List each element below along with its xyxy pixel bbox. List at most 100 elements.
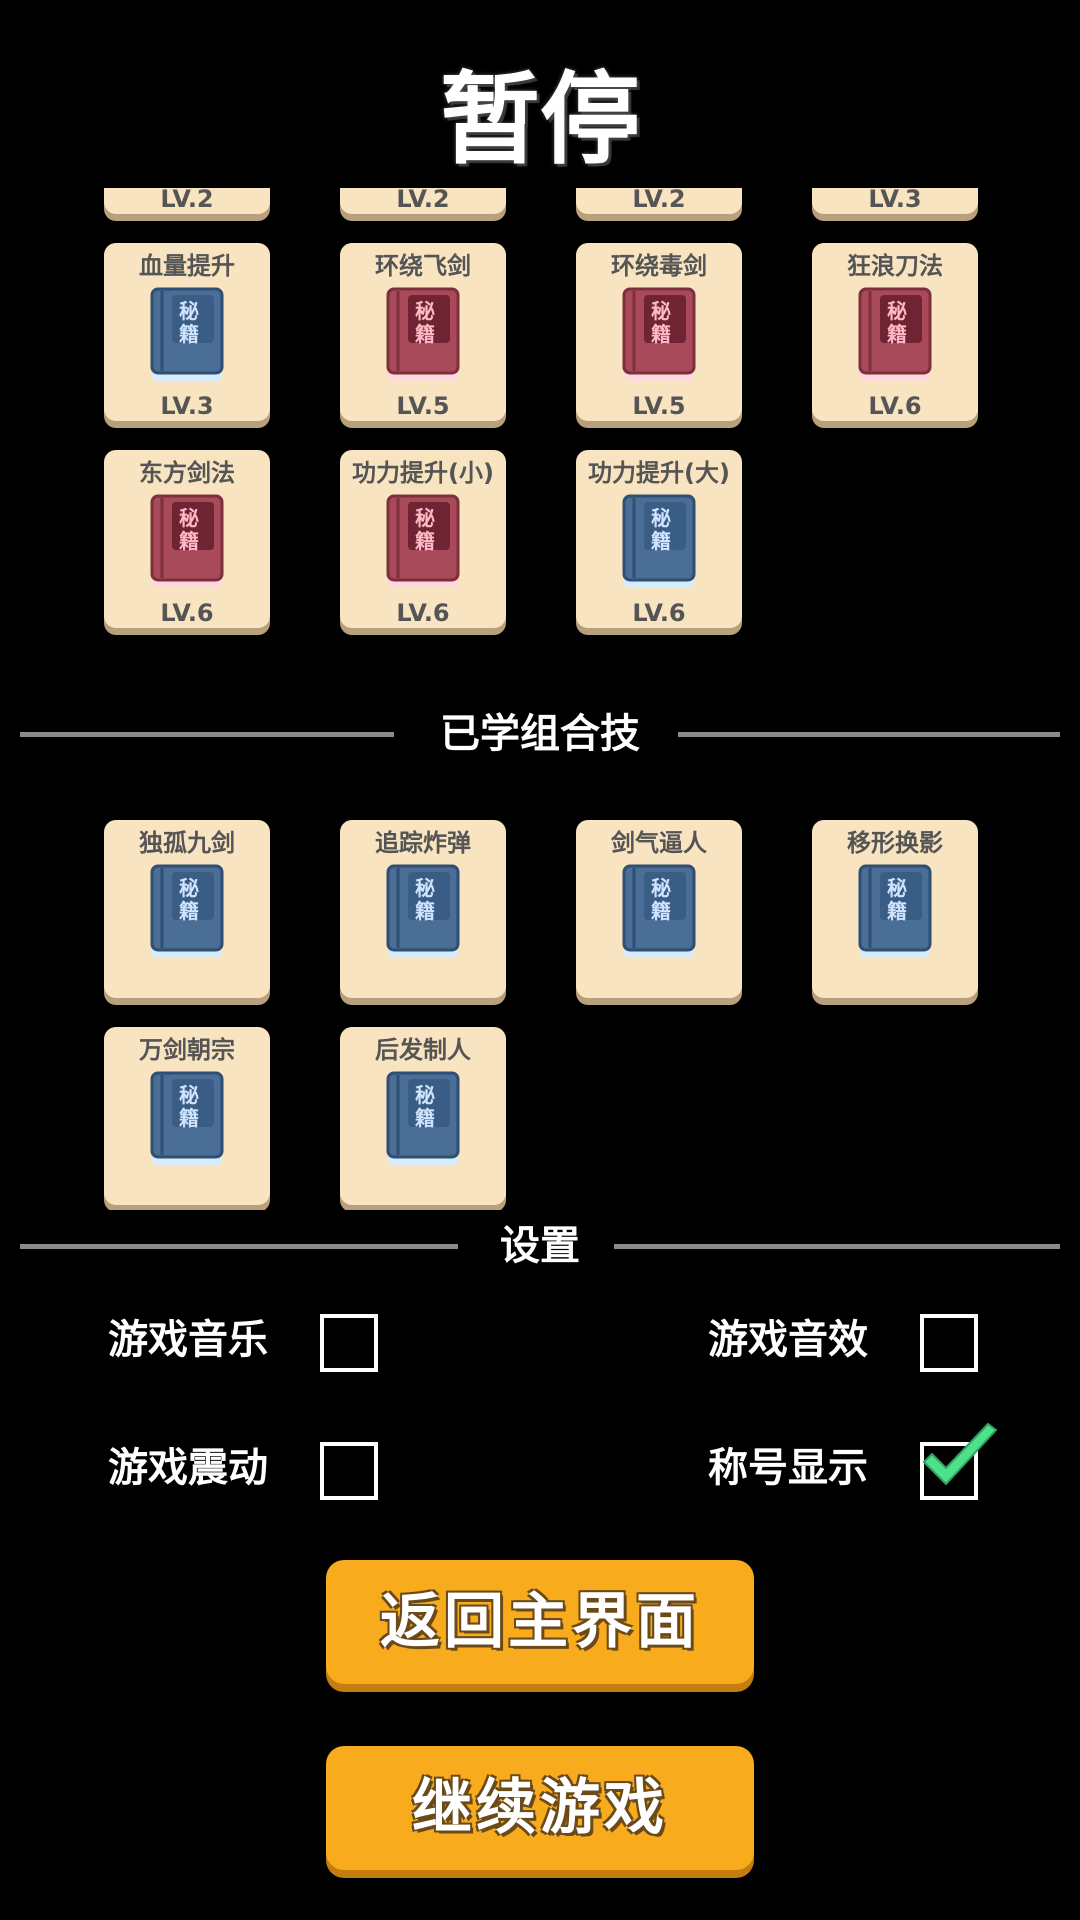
book-icon: 秘籍 bbox=[858, 864, 932, 960]
skill-level: LV.6 bbox=[396, 599, 450, 627]
setting-label: 游戏音乐 bbox=[108, 1317, 268, 1363]
combo-card[interactable]: 万剑朝宗秘籍 bbox=[104, 1027, 270, 1205]
combo-card[interactable]: 独孤九剑秘籍 bbox=[104, 820, 270, 998]
skill-name: 环绕毒剑 bbox=[611, 252, 707, 280]
book-text-bottom: 籍 bbox=[887, 899, 907, 923]
book-text-top: 秘 bbox=[179, 506, 199, 530]
skill-name: 东方剑法 bbox=[139, 459, 235, 487]
book-text-bottom: 籍 bbox=[415, 1106, 435, 1130]
book-text-bottom: 籍 bbox=[415, 322, 435, 346]
combo-name: 后发制人 bbox=[375, 1036, 471, 1064]
skill-name: 血量提升 bbox=[139, 252, 235, 280]
setting-title-display[interactable]: 称号显示 bbox=[708, 1422, 998, 1500]
book-text-bottom: 籍 bbox=[179, 529, 199, 553]
book-text-top: 秘 bbox=[887, 299, 907, 323]
book-text-top: 秘 bbox=[887, 876, 907, 900]
book-icon: 秘籍 bbox=[858, 287, 932, 383]
book-text-top: 秘 bbox=[651, 299, 671, 323]
skill-level: LV.2 bbox=[396, 188, 450, 213]
book-text-top: 秘 bbox=[415, 506, 435, 530]
checkmark-icon bbox=[922, 1422, 998, 1486]
divider-left bbox=[20, 1244, 458, 1249]
book-text-top: 秘 bbox=[415, 876, 435, 900]
setting-label: 游戏震动 bbox=[108, 1445, 268, 1491]
combo-card[interactable]: 移形换影秘籍 bbox=[812, 820, 978, 998]
book-icon: 秘籍 bbox=[386, 864, 460, 960]
combo-section-header: 已学组合技 bbox=[0, 704, 1080, 764]
combo-name: 万剑朝宗 bbox=[139, 1036, 235, 1064]
book-text-top: 秘 bbox=[651, 506, 671, 530]
book-icon: 秘籍 bbox=[386, 1071, 460, 1167]
combo-name: 移形换影 bbox=[847, 829, 943, 857]
skill-card[interactable]: 环绕飞剑秘籍 LV.5 bbox=[340, 243, 506, 421]
book-text-bottom: 籍 bbox=[415, 899, 435, 923]
combo-card[interactable]: 追踪炸弹秘籍 bbox=[340, 820, 506, 998]
book-text-bottom: 籍 bbox=[651, 899, 671, 923]
skill-card[interactable]: 东方剑法秘籍 LV.6 bbox=[104, 450, 270, 628]
sfx-checkbox[interactable] bbox=[920, 1314, 978, 1372]
book-icon: 秘籍 bbox=[386, 287, 460, 383]
combo-name: 追踪炸弹 bbox=[375, 829, 471, 857]
skill-level: LV.3 bbox=[160, 392, 214, 420]
book-text-bottom: 籍 bbox=[651, 529, 671, 553]
skill-name: 狂浪刀法 bbox=[847, 252, 943, 280]
combo-name: 独孤九剑 bbox=[139, 829, 235, 857]
skill-name: 环绕飞剑 bbox=[375, 252, 471, 280]
combos-grid[interactable]: 独孤九剑秘籍追踪炸弹秘籍剑气逼人秘籍移形换影秘籍万剑朝宗秘籍后发制人秘籍 bbox=[0, 820, 1080, 1210]
skill-level: LV.6 bbox=[632, 599, 686, 627]
book-icon: 秘籍 bbox=[622, 864, 696, 960]
book-icon: 秘籍 bbox=[150, 287, 224, 383]
setting-label: 称号显示 bbox=[708, 1445, 868, 1491]
book-text-top: 秘 bbox=[179, 1083, 199, 1107]
skill-level: LV.3 bbox=[868, 188, 922, 213]
skill-level: LV.2 bbox=[160, 188, 214, 213]
continue-game-button[interactable]: 继续游戏 bbox=[326, 1746, 754, 1870]
book-text-top: 秘 bbox=[415, 1083, 435, 1107]
divider-left bbox=[20, 732, 394, 737]
book-text-bottom: 籍 bbox=[179, 322, 199, 346]
skill-level: LV.6 bbox=[160, 599, 214, 627]
book-icon: 秘籍 bbox=[150, 1071, 224, 1167]
book-icon: 秘籍 bbox=[150, 494, 224, 590]
combo-section-title: 已学组合技 bbox=[440, 711, 640, 757]
settings-section-header: 设置 bbox=[0, 1216, 1080, 1276]
setting-vibration[interactable]: 游戏震动 bbox=[108, 1438, 388, 1500]
skill-card[interactable]: 环绕毒剑秘籍 LV.5 bbox=[576, 243, 742, 421]
combo-card[interactable]: 剑气逼人秘籍 bbox=[576, 820, 742, 998]
setting-sfx[interactable]: 游戏音效 bbox=[708, 1310, 988, 1372]
book-text-bottom: 籍 bbox=[179, 1106, 199, 1130]
skill-level: LV.2 bbox=[632, 188, 686, 213]
combo-card[interactable]: 后发制人秘籍 bbox=[340, 1027, 506, 1205]
skill-name: 功力提升(小) bbox=[352, 459, 494, 487]
return-main-menu-button[interactable]: 返回主界面 bbox=[326, 1560, 754, 1684]
vibration-checkbox[interactable] bbox=[320, 1442, 378, 1500]
book-text-top: 秘 bbox=[651, 876, 671, 900]
skill-level: LV.5 bbox=[632, 392, 686, 420]
book-text-bottom: 籍 bbox=[415, 529, 435, 553]
divider-right bbox=[678, 732, 1060, 737]
title-display-checkbox[interactable] bbox=[920, 1422, 998, 1500]
page-title: 暂停 bbox=[440, 61, 640, 178]
skill-card[interactable]: 功力提升(小) 秘籍 LV.6 bbox=[340, 450, 506, 628]
book-text-top: 秘 bbox=[179, 876, 199, 900]
skills-grid[interactable]: 秘籍LV.2秘籍LV.2秘籍LV.2秘籍LV.3血量提升秘籍LV.3环绕飞剑秘籍… bbox=[0, 188, 1080, 658]
skill-level: LV.5 bbox=[396, 392, 450, 420]
music-checkbox[interactable] bbox=[320, 1314, 378, 1372]
book-text-bottom: 籍 bbox=[179, 899, 199, 923]
book-icon: 秘籍 bbox=[622, 494, 696, 590]
book-icon: 秘籍 bbox=[386, 494, 460, 590]
setting-music[interactable]: 游戏音乐 bbox=[108, 1310, 388, 1372]
setting-label: 游戏音效 bbox=[708, 1317, 868, 1363]
book-text-bottom: 籍 bbox=[651, 322, 671, 346]
book-icon: 秘籍 bbox=[622, 287, 696, 383]
book-icon: 秘籍 bbox=[150, 864, 224, 960]
divider-right bbox=[614, 1244, 1060, 1249]
skill-card[interactable]: 血量提升秘籍 LV.3 bbox=[104, 243, 270, 421]
